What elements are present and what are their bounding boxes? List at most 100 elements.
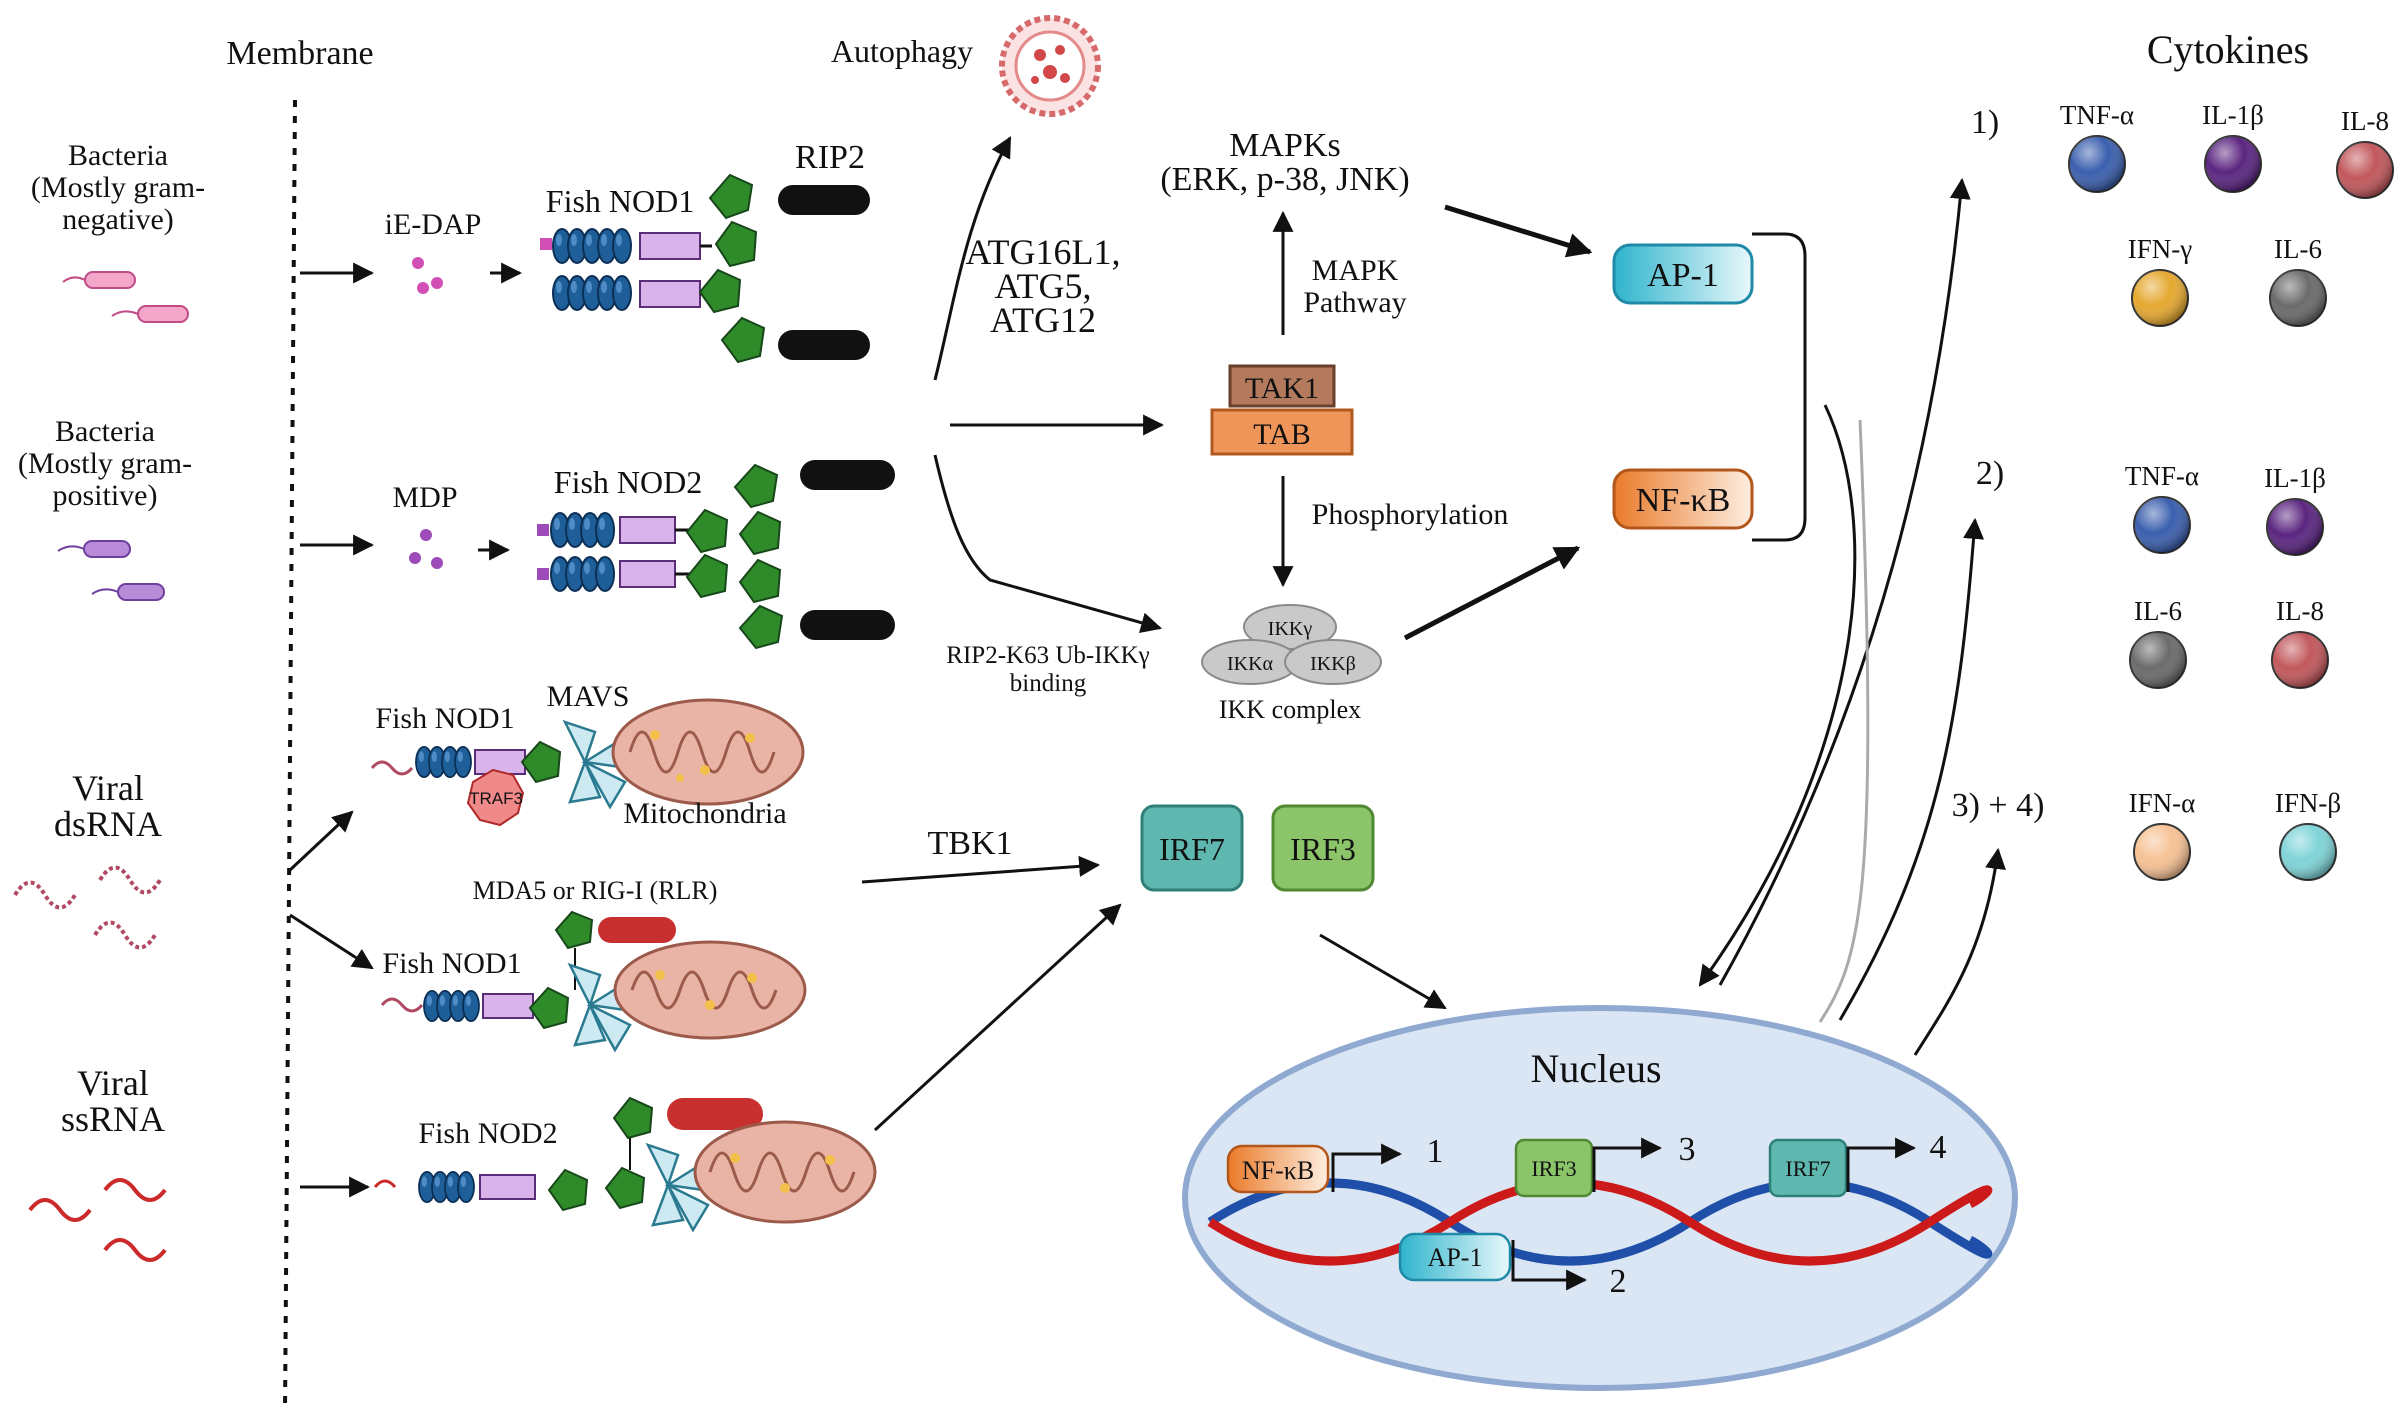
viral-ssrna: Viral ssRNA <box>28 1063 167 1262</box>
tak1-box <box>1228 364 1336 408</box>
irf3-label: IRF3 <box>1290 831 1356 867</box>
stimulus-arrows <box>288 262 523 1198</box>
cytokine-ball-shade <box>2134 824 2190 880</box>
cytokine-group-label: 1) <box>1971 104 1999 141</box>
mitochondria-label: Mitochondria <box>623 797 786 830</box>
bacteria-neg-line3: negative) <box>62 203 174 236</box>
autophagy-label: Autophagy <box>831 33 973 69</box>
cytokine-label: IL-1β <box>2264 463 2326 493</box>
fish-nod1-b-label: Fish NOD1 <box>375 702 514 735</box>
cytokines-title: Cytokines <box>2147 27 2309 72</box>
mitochondria-icon-1 <box>611 698 805 806</box>
bacteria-neg-line2: (Mostly gram- <box>31 171 205 204</box>
ssrna-icon <box>28 1178 167 1262</box>
mapks-line1: MAPKs <box>1229 127 1340 164</box>
irf7-factor: IRF7 <box>1140 804 1244 892</box>
traf3-label: TRAF3 <box>469 789 523 808</box>
cytokine-ball-shade <box>2205 136 2261 192</box>
rip2-label: RIP2 <box>795 139 865 176</box>
fish-nod2-rlr: Fish NOD2 <box>373 1096 877 1233</box>
atg-line1: ATG16L1, <box>966 232 1121 272</box>
mavs-label: MAVS <box>547 680 630 713</box>
n-nfkb-label: NF-κB <box>1242 1156 1314 1185</box>
n-ap1-label: AP-1 <box>1428 1243 1483 1272</box>
fish-nod1-receptor: Fish NOD1 RIP2 <box>540 139 870 364</box>
nfkb-label: NF-κB <box>1636 482 1731 519</box>
mdp-label: MDP <box>392 481 457 514</box>
n-4-label: 4 <box>1930 1129 1947 1166</box>
cytokine-ball-shade <box>2130 632 2186 688</box>
dna-helix <box>1207 1178 1993 1266</box>
viral-dsrna-line2: dsRNA <box>54 804 162 844</box>
irf7-label: IRF7 <box>1159 831 1225 867</box>
nfkb-factor: NF-κB <box>1612 468 1754 530</box>
ie-dap-label: iE-DAP <box>385 208 482 241</box>
mapk-pathway-line1: MAPK <box>1312 254 1399 287</box>
mda5-rig-label: MDA5 or RIG-I (RLR) <box>473 876 718 905</box>
mitochondria-icon-3 <box>693 1120 877 1224</box>
autophagosome-icon <box>999 15 1101 117</box>
bacteria-pos-line2: (Mostly gram- <box>18 447 192 480</box>
n-3-label: 3 <box>1679 1131 1696 1168</box>
bacteria-neg-line1: Bacteria <box>68 139 168 172</box>
tak1-label: TAK1 <box>1245 372 1319 405</box>
cytokine-label: IL-6 <box>2134 596 2182 626</box>
n-irf3-label: IRF3 <box>1531 1156 1576 1181</box>
ikk-complex: IKKγ IKKα IKKβ <box>1201 604 1382 685</box>
cytokine-ball-shade <box>2134 497 2190 553</box>
cytokine-label: IFN-γ <box>2128 234 2192 264</box>
ikk-alpha-label: IKKα <box>1227 653 1274 675</box>
bacteria-pos-line3: positive) <box>53 479 158 512</box>
atg-line2: ATG5, <box>995 266 1092 306</box>
nucleus: Nucleus NF-κB 1 IRF3 3 IRF7 4 AP-1 2 <box>1182 1005 2018 1391</box>
cytokine-group-label: 3) + 4) <box>1952 787 2045 824</box>
cytokine-ball-shade <box>2270 270 2326 326</box>
nucleus-irf3: IRF3 3 <box>1514 1131 1696 1198</box>
bacteria-negative: Bacteria (Mostly gram- negative) <box>31 139 205 323</box>
nucleus-ap1: AP-1 2 <box>1398 1232 1627 1300</box>
cytokine-label: IL-1β <box>2202 100 2264 130</box>
atg-line3: ATG12 <box>990 300 1096 340</box>
bacteria-pos-icon <box>57 540 165 601</box>
irf3-factor: IRF3 <box>1271 804 1375 892</box>
fish-nod2-a-label: Fish NOD2 <box>554 464 702 500</box>
cytokine-ball-shade <box>2280 824 2336 880</box>
n-1-label: 1 <box>1427 1133 1444 1170</box>
cytokine-label: IFN-β <box>2275 788 2341 818</box>
viral-ssrna-line2: ssRNA <box>61 1099 165 1139</box>
membrane-line <box>283 99 297 1411</box>
mdp-dots <box>409 529 443 569</box>
viral-dsrna-line1: Viral <box>72 768 144 808</box>
ikk-beta-label: IKKβ <box>1310 653 1356 675</box>
nucleus-label: Nucleus <box>1530 1046 1661 1091</box>
n-2-label: 2 <box>1610 1263 1627 1300</box>
cytokine-ball-shade <box>2272 632 2328 688</box>
cytokine-label: TNF-α <box>2125 461 2199 491</box>
mitochondria-icon-2 <box>613 940 807 1040</box>
cytokine-ball-shade <box>2132 270 2188 326</box>
bacteria-pos-line1: Bacteria <box>55 415 155 448</box>
viral-dsrna: Viral dsRNA <box>13 768 162 950</box>
traf3-shape <box>466 768 525 827</box>
cytokine-ball-shade <box>2337 142 2393 198</box>
rip2-binding-line1: RIP2-K63 Ub-IKKγ <box>946 642 1149 669</box>
nucleus-arrows <box>1698 177 2006 1056</box>
fish-nod1-a-label: Fish NOD1 <box>546 183 694 219</box>
tab-label: TAB <box>1253 418 1311 451</box>
cytokine-label: TNF-α <box>2060 100 2134 130</box>
bacteria-neg-icon <box>62 271 189 323</box>
viral-ssrna-line1: Viral <box>77 1063 149 1103</box>
cytokine-group-label: 2) <box>1976 455 2004 492</box>
bacteria-positive: Bacteria (Mostly gram- positive) <box>18 415 192 601</box>
ikk-complex-label: IKK complex <box>1219 695 1361 724</box>
mapks-line2: (ERK, p-38, JNK) <box>1160 161 1409 198</box>
fish-nod1-c-label: Fish NOD1 <box>382 947 521 980</box>
ap1-label: AP-1 <box>1647 257 1719 294</box>
cytokine-ball-shade <box>2267 499 2323 555</box>
tbk1-label: TBK1 <box>928 825 1013 862</box>
fish-nod1-rlr: MDA5 or RIG-I (RLR) Fish NOD1 <box>380 876 807 1053</box>
fish-nod1-mavs: Fish NOD1 MAVS TRAF3 Mitochondria <box>370 680 805 830</box>
